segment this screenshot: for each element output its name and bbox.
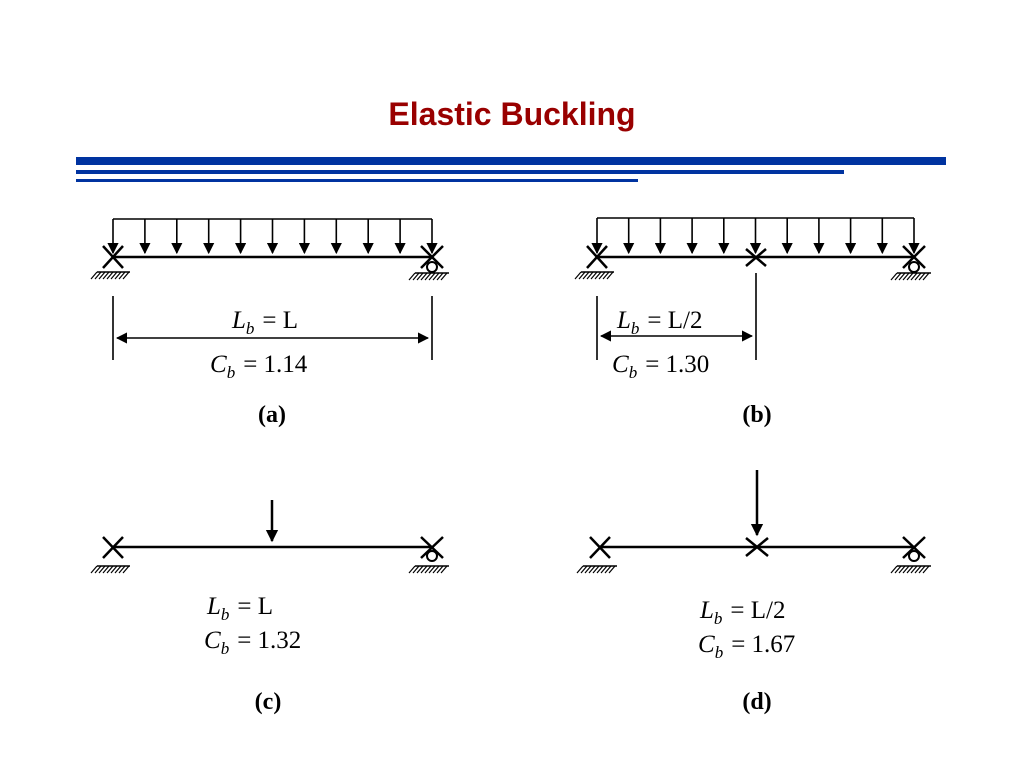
caption-c: (c) — [255, 689, 282, 715]
roller-support-b — [890, 245, 931, 281]
midspan-brace-b — [745, 248, 767, 267]
cb-label-c: Cb= 1.32 — [204, 627, 301, 658]
pin-support-a — [90, 245, 130, 280]
lb-label-a: Lb= L — [231, 307, 298, 338]
roller-support-d — [890, 536, 931, 574]
ground-hatch — [890, 272, 930, 281]
lb-label-b: Lb= L/2 — [616, 307, 702, 338]
midspan-brace-d — [745, 537, 769, 557]
ground-hatch — [890, 565, 930, 574]
ground-hatch — [574, 271, 614, 280]
panel-d: Lb= L/2 Cb= 1.67 (d) — [576, 470, 931, 715]
header-rule-top — [76, 157, 946, 165]
ground-hatch — [90, 271, 130, 280]
pin-support-c — [90, 536, 130, 574]
header-rule-bottom — [76, 179, 638, 182]
cb-label-a: Cb= 1.14 — [210, 351, 308, 382]
pin-support-d — [576, 536, 617, 574]
caption-b: (b) — [742, 402, 771, 428]
ground-hatch — [90, 565, 130, 574]
ground-hatch — [408, 565, 448, 574]
caption-d: (d) — [742, 689, 771, 715]
ground-hatch — [576, 565, 616, 574]
roller-support-c — [408, 536, 449, 574]
lb-label-d: Lb= L/2 — [699, 597, 785, 628]
distributed-load-b — [591, 217, 920, 255]
distributed-load-a — [107, 218, 438, 255]
caption-a: (a) — [258, 402, 286, 428]
roller-support-a — [408, 245, 449, 281]
header-rule-middle — [76, 170, 844, 174]
panel-c: Lb= L Cb= 1.32 (c) — [90, 500, 449, 715]
ground-hatch — [408, 272, 448, 281]
pin-support-b — [574, 245, 614, 280]
panel-b: Lb= L/2 Cb= 1.30 (b) — [574, 217, 931, 428]
slide-title: Elastic Buckling — [388, 96, 636, 132]
cb-label-b: Cb= 1.30 — [612, 351, 709, 382]
lb-label-c: Lb= L — [206, 593, 273, 624]
cb-label-d: Cb= 1.67 — [698, 631, 795, 662]
panel-a: Lb= L Cb= 1.14 (a) — [90, 218, 449, 428]
